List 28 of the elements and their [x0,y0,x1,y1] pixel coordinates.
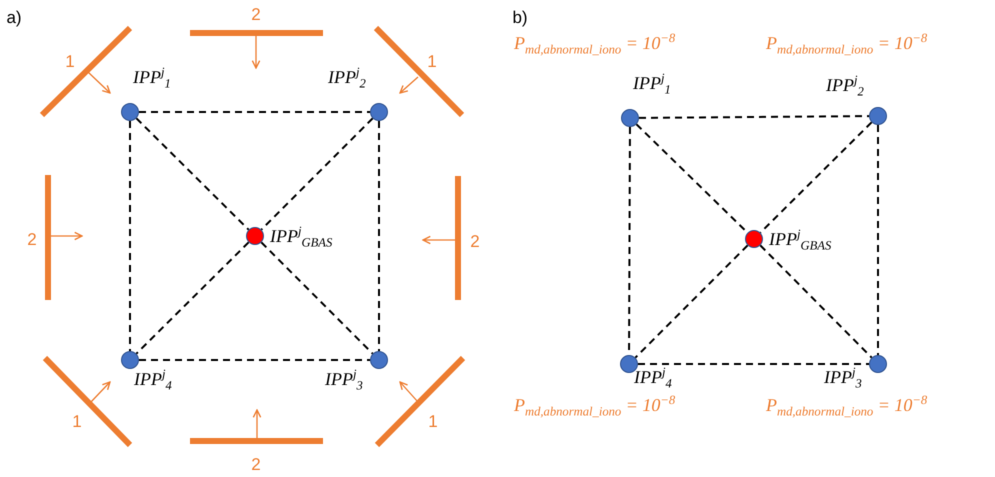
dashed-line [136,242,250,354]
probability-label: P$_{md,abnormal_iono}$ = 10$^{−8}$ [514,392,676,420]
dashed-line [139,111,370,113]
dashed-line [760,122,872,234]
probability-label: P$_{md,abnormal_iono}$ = 10$^{−8}$ [766,30,928,58]
front-number: 2 [251,5,261,25]
probability-label: P$_{md,abnormal_iono}$ = 10$^{−8}$ [766,392,928,420]
dashed-line [378,121,380,351]
front-number: 2 [470,232,480,252]
panel-label: a) [6,8,22,28]
dashed-line [634,244,748,358]
dashed-line [260,242,374,354]
front-number: 1 [428,412,438,432]
probability-label: P$_{md,abnormal_iono}$ = 10$^{−8}$ [514,30,676,58]
front-number: 1 [427,52,437,72]
front-number: 1 [72,412,82,432]
dashed-line [129,121,131,351]
dashed-line [638,363,869,365]
dashed-line [260,118,374,230]
front-number: 1 [65,52,75,72]
dashed-line [139,359,370,361]
dashed-line [136,118,250,230]
front-number: 2 [27,230,37,250]
panel-label: b) [512,8,528,28]
dashed-line [760,244,872,358]
dashed-line [639,115,869,119]
dashed-line [877,125,879,355]
front-number: 2 [251,455,261,475]
